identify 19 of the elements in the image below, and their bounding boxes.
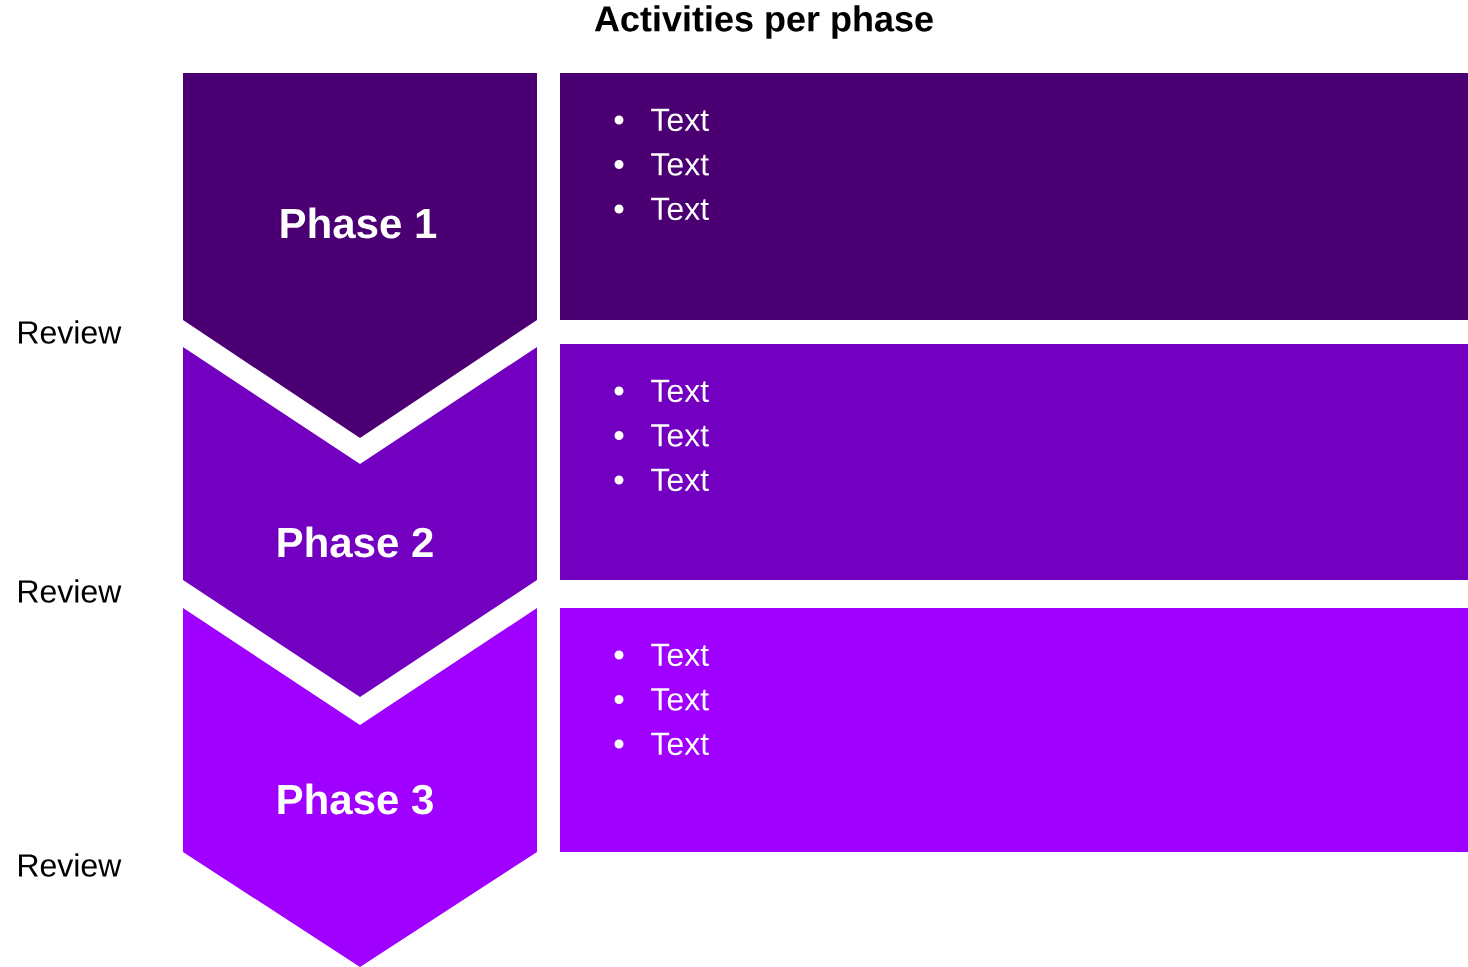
title: Activities per phase [594, 5, 933, 39]
phase-box: Phase 1 [183, 73, 537, 438]
bullet-text: Text [651, 732, 709, 756]
bullet-text: Text [651, 108, 709, 132]
review-label: Review [19, 579, 122, 603]
activity-panel [560, 73, 1468, 320]
bullet-text: Text [651, 688, 709, 711]
phase-box: Phase 3 [183, 608, 537, 967]
review-label: Review [19, 320, 122, 344]
phase-box: Phase 2 [183, 347, 537, 697]
activity-panel [560, 344, 1468, 580]
activity-panel [560, 608, 1468, 852]
bullet-text: Text [651, 153, 709, 176]
bullet-text: Text [651, 197, 709, 221]
bullet-text: Text [651, 643, 709, 667]
bullet-text: Text [651, 424, 709, 447]
bullet-text: Text [651, 379, 709, 403]
review-label: Review [19, 853, 122, 877]
bullet-text: Text [651, 468, 709, 492]
